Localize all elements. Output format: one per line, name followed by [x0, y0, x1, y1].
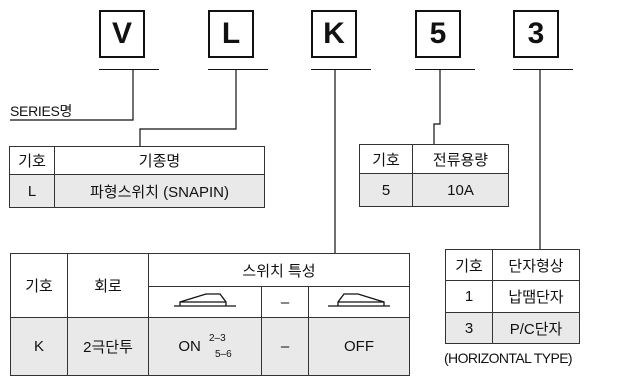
circuit-cell-on: ON 2–3 5–6 [148, 317, 262, 376]
current-cell-capacity: 10A [412, 173, 509, 207]
circuit-header-circuit: 회로 [67, 253, 149, 318]
terminal-cell-symbol: 3 [445, 312, 493, 344]
on-contact-top: 2–3 [208, 332, 226, 344]
terminal-cell-shape: P/C단자 [492, 312, 580, 344]
type-cell-symbol: L [9, 174, 55, 208]
series-label: SERIES명 [10, 103, 73, 119]
current-table: 기호 전류용량 5 10A [359, 144, 509, 207]
terminal-cell-symbol: 1 [445, 280, 493, 313]
rocker-left-icon [148, 286, 262, 318]
circuit-cell-off: OFF [308, 317, 410, 376]
terminal-table: 기호 단자형상 1 납땜단자 3 P/C단자 [445, 249, 580, 344]
type-cell-name: 파형스위치 (SNAPIN) [54, 174, 265, 208]
code-underline [99, 69, 159, 70]
circuit-header-characteristic: 스위치 특성 [148, 253, 410, 287]
code-box-current: 5 [415, 10, 461, 58]
terminal-header-symbol: 기호 [445, 249, 493, 281]
code-box-series: V [99, 10, 145, 58]
circuit-table: 기호 회로 스위치 특성 – K 2 [10, 253, 410, 376]
type-header-name: 기종명 [54, 146, 265, 175]
code-underline [415, 69, 475, 70]
current-header-symbol: 기호 [359, 144, 413, 174]
circuit-cell-circuit: 2극단투 [67, 317, 149, 376]
code-box-circuit: K [311, 10, 357, 58]
current-cell-symbol: 5 [359, 173, 413, 207]
circuit-cell-middle: – [261, 317, 309, 376]
code-underline [311, 69, 371, 70]
on-contact-bottom: 5–6 [214, 348, 232, 360]
on-contacts: 2–3 5–6 [209, 331, 232, 363]
dash-header: – [261, 286, 309, 318]
terminal-header-shape: 단자형상 [492, 249, 580, 281]
type-header-symbol: 기호 [9, 146, 55, 175]
code-box-type: L [208, 10, 254, 58]
code-underline [513, 69, 573, 70]
on-label: ON [178, 337, 201, 355]
code-underline [208, 69, 268, 70]
rocker-right-icon [308, 286, 410, 318]
terminal-note: (HORIZONTAL TYPE) [444, 350, 573, 366]
current-header-capacity: 전류용량 [412, 144, 509, 174]
circuit-cell-symbol: K [10, 317, 68, 376]
circuit-header-symbol: 기호 [10, 253, 68, 318]
code-box-terminal: 3 [513, 10, 559, 58]
terminal-cell-shape: 납땜단자 [492, 280, 580, 313]
type-table: 기호 기종명 L 파형스위치 (SNAPIN) [9, 146, 265, 208]
